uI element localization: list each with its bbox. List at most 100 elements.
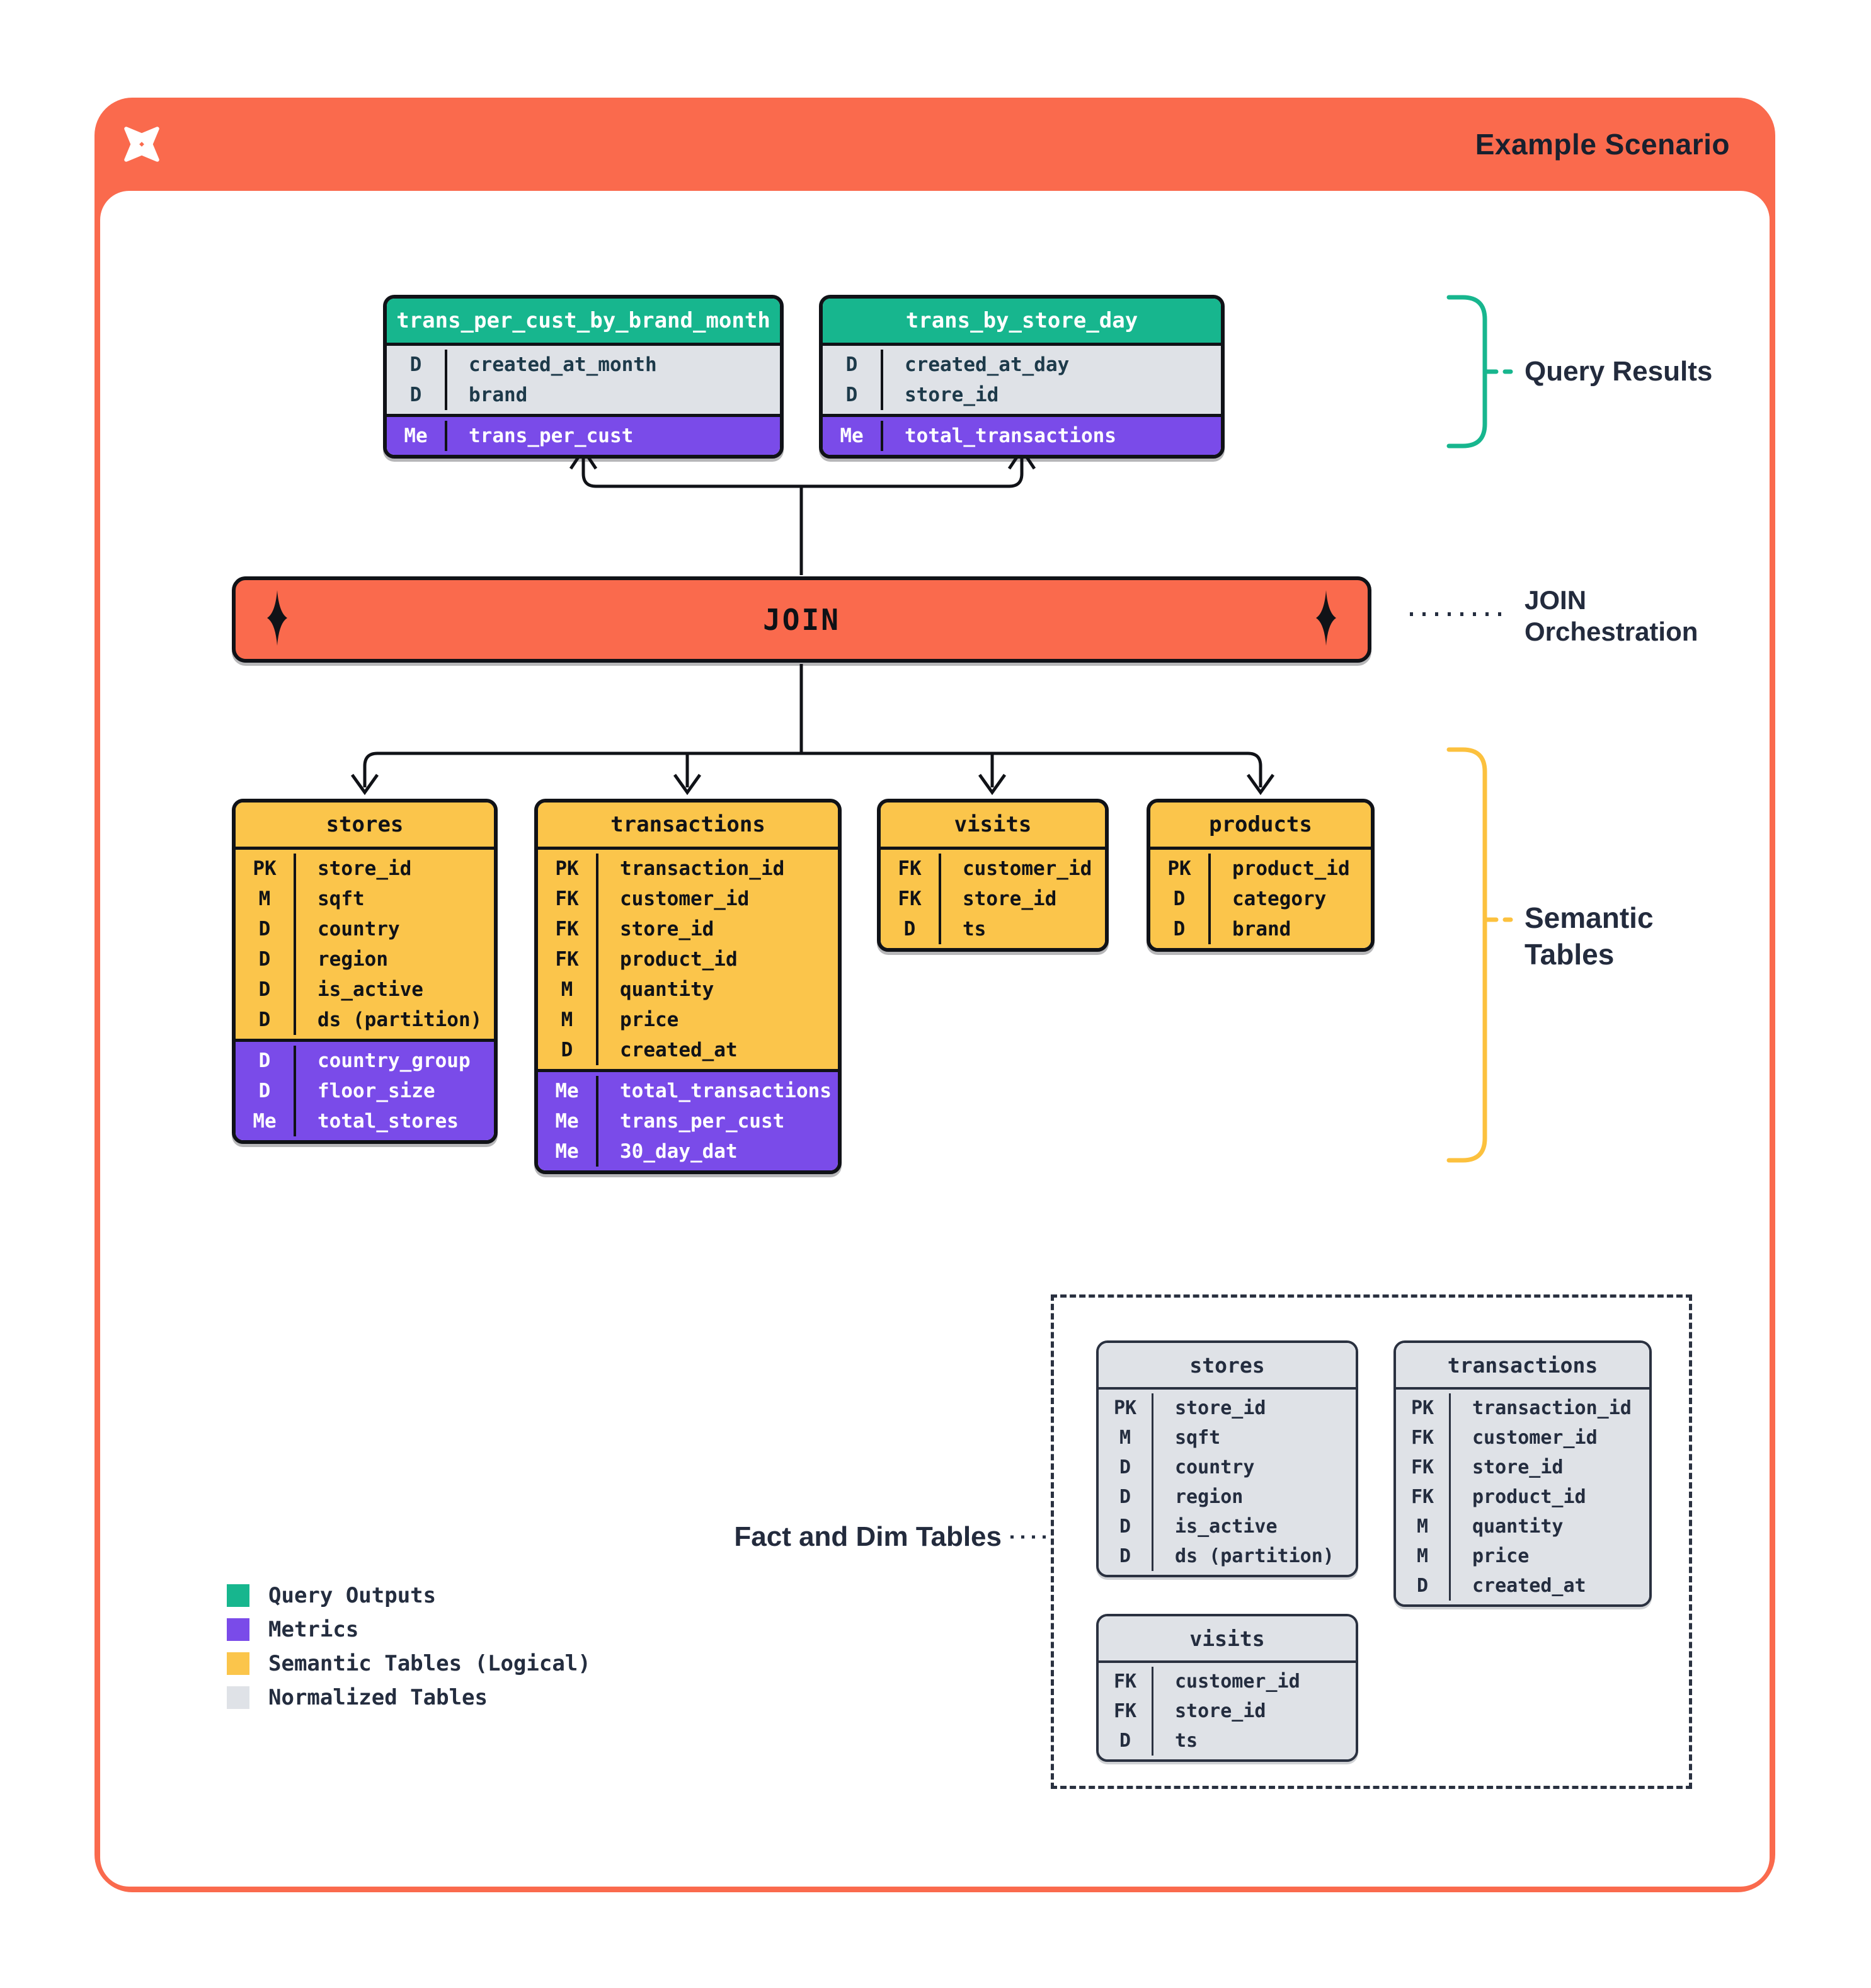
column-name: quantity <box>620 978 714 1001</box>
column-name: customer_id <box>1175 1671 1300 1693</box>
column-name: total_stores <box>318 1110 459 1133</box>
column-name: ds (partition) <box>1175 1545 1334 1567</box>
column-key: FK <box>555 918 579 940</box>
legend-label: Semantic Tables (Logical) <box>268 1651 591 1676</box>
column-key: PK <box>1410 1397 1434 1419</box>
table-title: visits <box>1099 1616 1356 1660</box>
card-header: Example Scenario <box>94 98 1775 191</box>
semantic-tables-label: Semantic Tables <box>1525 901 1654 971</box>
column-name: store_id <box>620 918 714 940</box>
column-name: category <box>1232 888 1327 910</box>
column-name: product_id <box>1232 857 1350 880</box>
column-name: ts <box>963 918 987 940</box>
column-key: PK <box>253 857 277 880</box>
column-key: M <box>258 888 271 910</box>
legend-swatch-icon <box>227 1652 249 1675</box>
table-title: stores <box>236 803 494 847</box>
legend-item: Metrics <box>227 1613 591 1647</box>
column-key: D <box>903 918 916 940</box>
column-key: FK <box>1410 1486 1434 1508</box>
legend-label: Normalized Tables <box>268 1685 488 1710</box>
column-key: D <box>409 384 422 406</box>
column-name: region <box>1175 1486 1244 1508</box>
column-key: D <box>258 1080 271 1102</box>
value-column: total_transactions <box>883 421 1221 451</box>
column-key: D <box>258 1049 271 1072</box>
column-key: D <box>258 918 271 940</box>
legend-item: Semantic Tables (Logical) <box>227 1647 591 1681</box>
column-key: D <box>1119 1486 1131 1508</box>
column-name: floor_size <box>318 1080 435 1102</box>
column-name: country_group <box>318 1049 471 1072</box>
fact-dim-label: Fact and Dim Tables <box>734 1521 1002 1552</box>
column-key: D <box>1173 918 1186 940</box>
join-label: JOIN <box>763 602 840 637</box>
column-name: created_at <box>620 1039 738 1061</box>
column-name: product_id <box>1472 1486 1586 1508</box>
column-name: sqft <box>1175 1427 1221 1449</box>
column-key: M <box>1416 1516 1429 1538</box>
column-key: D <box>258 948 271 971</box>
table-title: trans_by_store_day <box>823 299 1221 343</box>
column-name: country <box>1175 1456 1255 1478</box>
column-key: FK <box>555 888 579 910</box>
column-name: created_at_day <box>905 353 1070 376</box>
column-key: D <box>845 353 858 376</box>
column-key: PK <box>1113 1397 1137 1419</box>
column-name: customer_id <box>963 857 1092 880</box>
column-name: transaction_id <box>620 857 785 880</box>
column-name: total_transactions <box>905 425 1116 447</box>
column-name: price <box>1472 1545 1530 1567</box>
table-title: stores <box>1099 1343 1356 1387</box>
column-name: price <box>620 1008 679 1031</box>
column-name: brand <box>469 384 528 406</box>
column-name: is_active <box>1175 1516 1278 1538</box>
table-title: transactions <box>1396 1343 1649 1387</box>
column-name: store_id <box>1175 1700 1266 1722</box>
column-key: D <box>1119 1516 1131 1538</box>
column-key: PK <box>1167 857 1191 880</box>
column-key: FK <box>1410 1427 1434 1449</box>
table-title: trans_per_cust_by_brand_month <box>387 299 780 343</box>
legend-label: Metrics <box>268 1617 359 1642</box>
legend-item: Normalized Tables <box>227 1681 591 1715</box>
column-name: store_id <box>963 888 1057 910</box>
column-key: Me <box>555 1110 579 1133</box>
column-name: store_id <box>1175 1397 1266 1419</box>
column-key: D <box>409 353 422 376</box>
legend-item: Query Outputs <box>227 1579 591 1613</box>
column-key: FK <box>898 857 922 880</box>
table-title: visits <box>881 803 1105 847</box>
legend-label: Query Outputs <box>268 1583 437 1608</box>
column-key: D <box>1119 1730 1131 1752</box>
value-column: trans_per_cust <box>447 421 780 451</box>
column-key: D <box>258 1008 271 1031</box>
column-name: ts <box>1175 1730 1198 1752</box>
column-name: sqft <box>318 888 365 910</box>
column-key: Me <box>253 1110 277 1133</box>
column-name: region <box>318 948 388 971</box>
